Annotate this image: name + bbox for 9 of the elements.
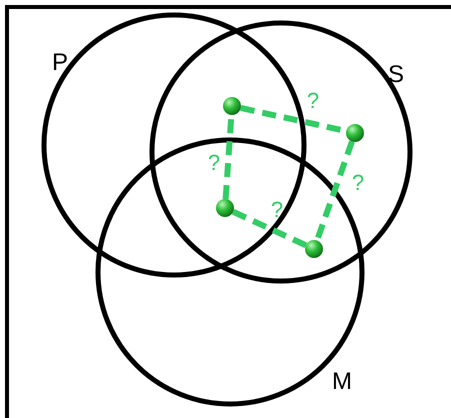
dashed-connector — [232, 209, 308, 248]
set-label: P — [52, 51, 68, 75]
edge-label: ? — [208, 152, 220, 174]
edge-label: ? — [352, 172, 364, 194]
edge-label: ? — [306, 90, 320, 112]
set-label: M — [332, 370, 352, 394]
edge-label: ? — [270, 199, 284, 221]
dashed-connector — [314, 140, 355, 242]
set-label: S — [388, 63, 404, 87]
